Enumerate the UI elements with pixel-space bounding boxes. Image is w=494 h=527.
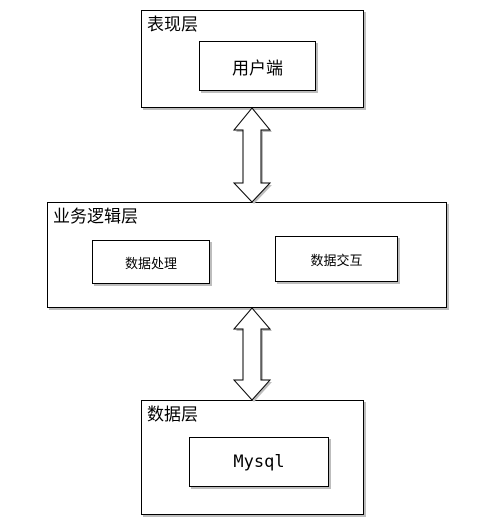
client-component-label: 用户端 [232,58,283,79]
presentation-layer-title: 表现层 [147,15,198,35]
data-processing-box: 数据处理 [92,240,210,284]
business-data-bidirectional-arrow [232,307,272,401]
data-layer-title: 数据层 [147,405,198,425]
data-layer-box: 数据层 Mysql [141,400,364,515]
data-interaction-label: 数据交互 [310,253,363,269]
mysql-component-box: Mysql [189,437,329,487]
client-component-box: 用户端 [199,41,316,91]
business-layer-title: 业务逻辑层 [53,207,138,227]
presentation-business-bidirectional-arrow [232,107,272,203]
presentation-layer-box: 表现层 用户端 [141,10,364,108]
data-interaction-box: 数据交互 [275,236,398,282]
mysql-component-label: Mysql [233,452,285,472]
data-processing-label: 数据处理 [124,256,177,272]
business-layer-box: 业务逻辑层 数据处理 数据交互 [47,202,447,308]
